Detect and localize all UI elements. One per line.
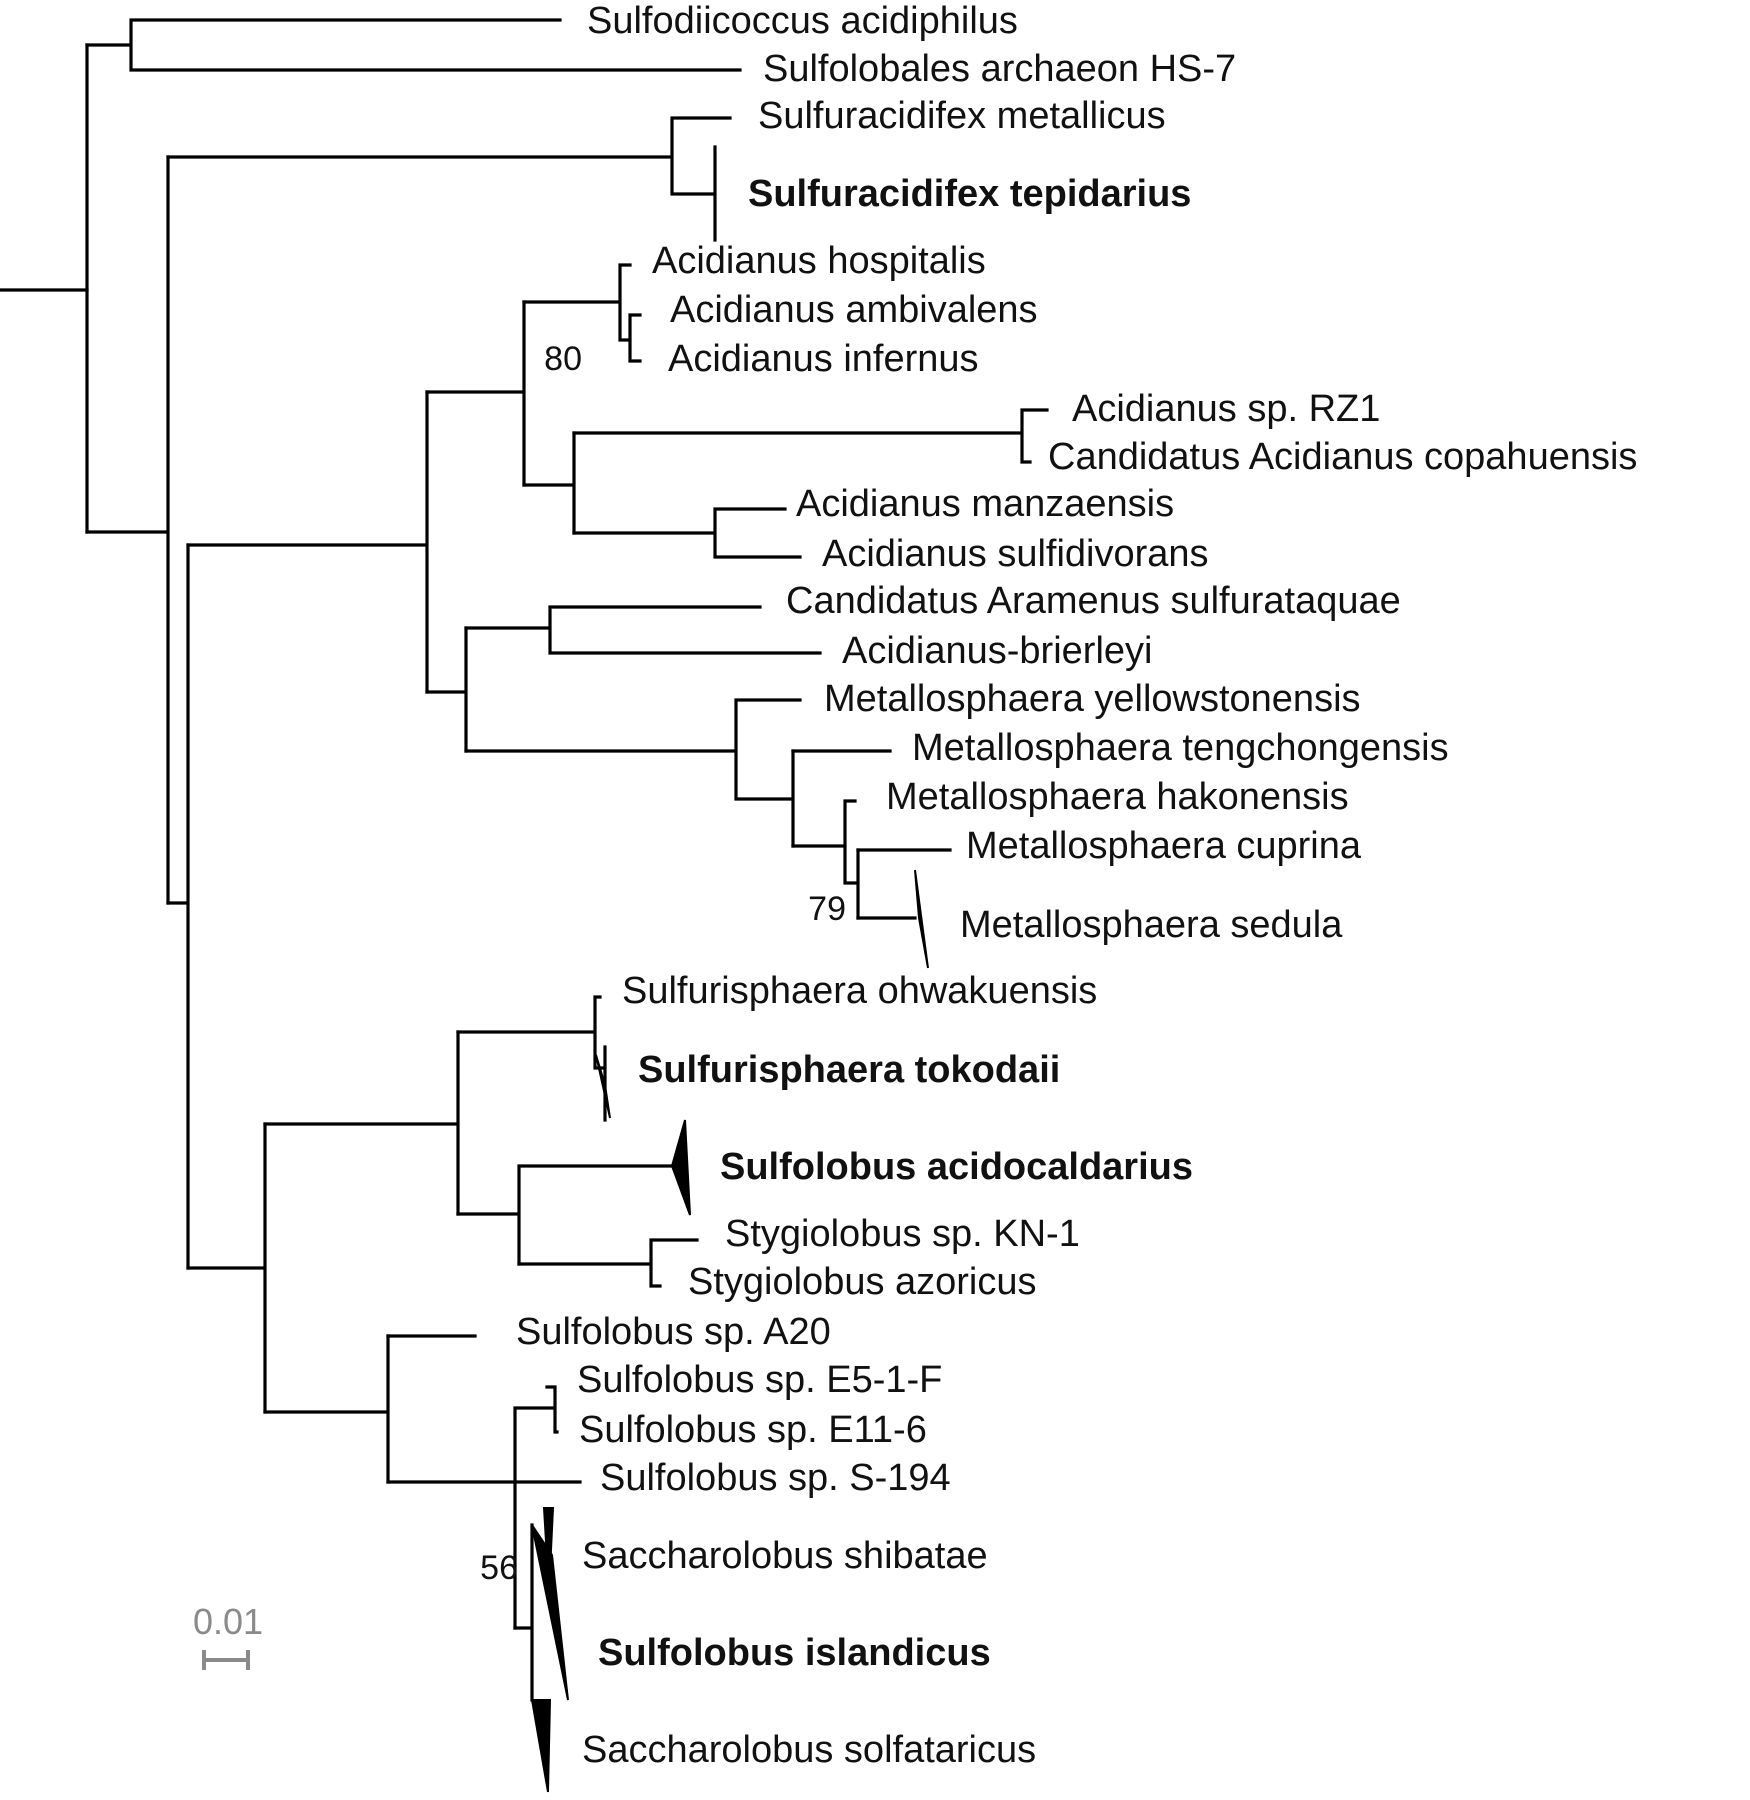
taxon-label: Sulfolobus acidocaldarius: [720, 1146, 1193, 1188]
scale-bar: 0.01: [193, 1601, 263, 1670]
branch-acidianus-hospitalis-group: [522, 263, 642, 363]
support-value: 80: [544, 340, 582, 378]
branch-islandicus: [513, 1523, 534, 1702]
branch-saccharolobus: [386, 1385, 559, 1630]
taxon-label: Metallosphaera hakonensis: [886, 776, 1349, 818]
taxon-label: Metallosphaera cuprina: [966, 825, 1362, 867]
branch-aramenus: [464, 605, 822, 655]
collapsed-clade-sulfolobus-islandicus: [531, 1524, 569, 1701]
tree-branches: [0, 18, 1049, 1702]
collapsed-clade-metallosphaera-sedula: [914, 869, 929, 969]
support-values: 80 79 56: [480, 340, 846, 1587]
taxon-labels: Sulfodiicoccus acidiphilus Sulfolobales …: [516, 0, 1637, 1771]
collapsed-clades: [530, 869, 929, 1793]
taxon-label: Sulfuracidifex metallicus: [758, 95, 1166, 137]
taxon-label: Stygiolobus azoricus: [688, 1261, 1037, 1303]
taxon-label: Candidatus Acidianus copahuensis: [1048, 436, 1637, 478]
taxon-label: Sulfolobus islandicus: [598, 1632, 991, 1674]
taxon-label: Sulfolobus sp. A20: [516, 1311, 831, 1353]
taxon-label: Sulfurisphaera ohwakuensis: [622, 970, 1097, 1012]
taxon-label: Saccharolobus solfataricus: [582, 1729, 1036, 1771]
branch-sulfurisphaera-group: [186, 1122, 267, 1414]
taxon-label: Saccharolobus shibatae: [582, 1535, 988, 1577]
taxon-label: Acidianus infernus: [668, 338, 979, 380]
branch-metallosphaera: [464, 698, 802, 848]
taxon-label: Sulfolobus sp. S-194: [600, 1457, 951, 1499]
support-value: 56: [480, 1549, 518, 1587]
taxon-label: Sulfolobales archaeon HS-7: [763, 48, 1236, 90]
taxon-label: Acidianus-brierleyi: [842, 630, 1152, 672]
support-value: 79: [808, 890, 846, 928]
taxon-label: Acidianus sp. RZ1: [1072, 388, 1380, 430]
taxon-label: Metallosphaera sedula: [960, 904, 1343, 946]
branch-sulfurisphaera-stygiolobus: [263, 1030, 460, 1216]
branch-acidianus-manzaensis: [572, 507, 802, 559]
branch-metallo-hakonensis: [791, 799, 860, 920]
branch-top-clade: [85, 18, 742, 72]
branch-aramenus-metallo: [425, 626, 468, 753]
branch-sulfuracidifex: [166, 116, 732, 242]
branch-stygiolobus: [517, 1238, 699, 1288]
branch-acidianus-metallo: [186, 390, 429, 694]
taxon-label: Sulfodiicoccus acidiphilus: [587, 0, 1018, 42]
taxon-label: Acidianus manzaensis: [796, 483, 1174, 525]
taxon-label: Sulfurisphaera tokodaii: [638, 1049, 1060, 1091]
taxon-label: Sulfuracidifex tepidarius: [748, 173, 1191, 215]
taxon-label: Metallosphaera yellowstonensis: [824, 678, 1361, 720]
taxon-label: Acidianus sulfidivorans: [822, 533, 1209, 575]
taxon-label: Candidatus Aramenus sulfurataquae: [786, 580, 1401, 622]
scale-bar-label: 0.01: [193, 1601, 263, 1642]
collapsed-clade-saccharolobus-solfataricus: [530, 1699, 552, 1793]
branch-sulfolobus-group: [263, 1334, 390, 1484]
taxon-label: Metallosphaera tengchongensis: [912, 727, 1449, 769]
taxon-label: Sulfolobus sp. E11-6: [579, 1409, 927, 1451]
collapsed-clade-sulfurisphaera-tokodaii: [595, 1054, 611, 1119]
taxon-label: Acidianus hospitalis: [652, 240, 986, 282]
branch-acidianus-rz1: [572, 408, 1049, 464]
branch-acidianus-others: [522, 431, 576, 535]
branch-inner: [166, 543, 190, 1270]
collapsed-clade-sulfolobus-acidocaldarius: [670, 1119, 691, 1216]
taxon-label: Sulfolobus sp. E5-1-F: [577, 1359, 942, 1401]
scale-bar-line: [202, 1650, 250, 1670]
branch-sulfurisphaera: [456, 995, 607, 1122]
branch-sulfolobus-stygiolobus: [456, 1164, 674, 1266]
branch-acidianus: [425, 300, 526, 487]
branch-ingroup: [85, 155, 170, 905]
taxon-label: Stygiolobus sp. KN-1: [725, 1213, 1080, 1255]
branch-metallo-cuprina: [856, 848, 952, 920]
taxon-label: Acidianus ambivalens: [670, 289, 1038, 331]
